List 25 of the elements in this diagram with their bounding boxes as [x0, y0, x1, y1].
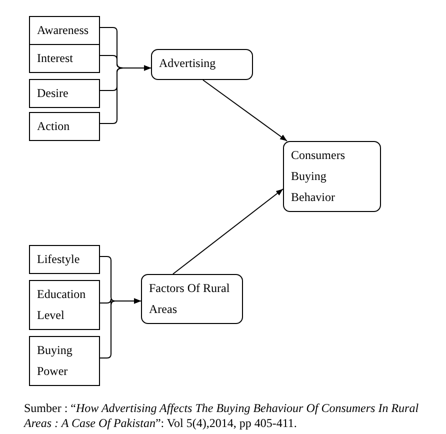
box [29, 44, 100, 73]
node-label: Desire [37, 85, 70, 102]
node-label: Advertising [159, 55, 217, 72]
box [29, 280, 100, 330]
box [29, 79, 100, 108]
arrow [172, 188, 284, 274]
arrow [100, 65, 152, 124]
arrow [202, 80, 288, 142]
node-label: Buying Power [37, 342, 74, 380]
caption: Sumber : “How Advertising Affects The Buying Behaviour Of Consumers In Rural Areas : A Case Of Pakistan”: Vol 5(4),2014, pp 405-411. [24, 401, 420, 431]
box [29, 112, 100, 141]
box [29, 336, 100, 386]
arrow [100, 298, 142, 358]
node-label: Consumers Buying Behavior [291, 147, 346, 206]
box [29, 16, 100, 45]
node-label: Action [37, 118, 71, 135]
node-label: Awareness [37, 22, 90, 39]
rounded-box [151, 49, 253, 80]
node-label: Factors Of Rural Areas [149, 280, 231, 318]
node-label: Lifestyle [37, 251, 81, 268]
rounded-box [283, 141, 381, 212]
node-label: Interest [37, 50, 74, 67]
box [29, 245, 100, 274]
node-label: Education Level [37, 286, 87, 324]
rounded-box [141, 274, 243, 324]
